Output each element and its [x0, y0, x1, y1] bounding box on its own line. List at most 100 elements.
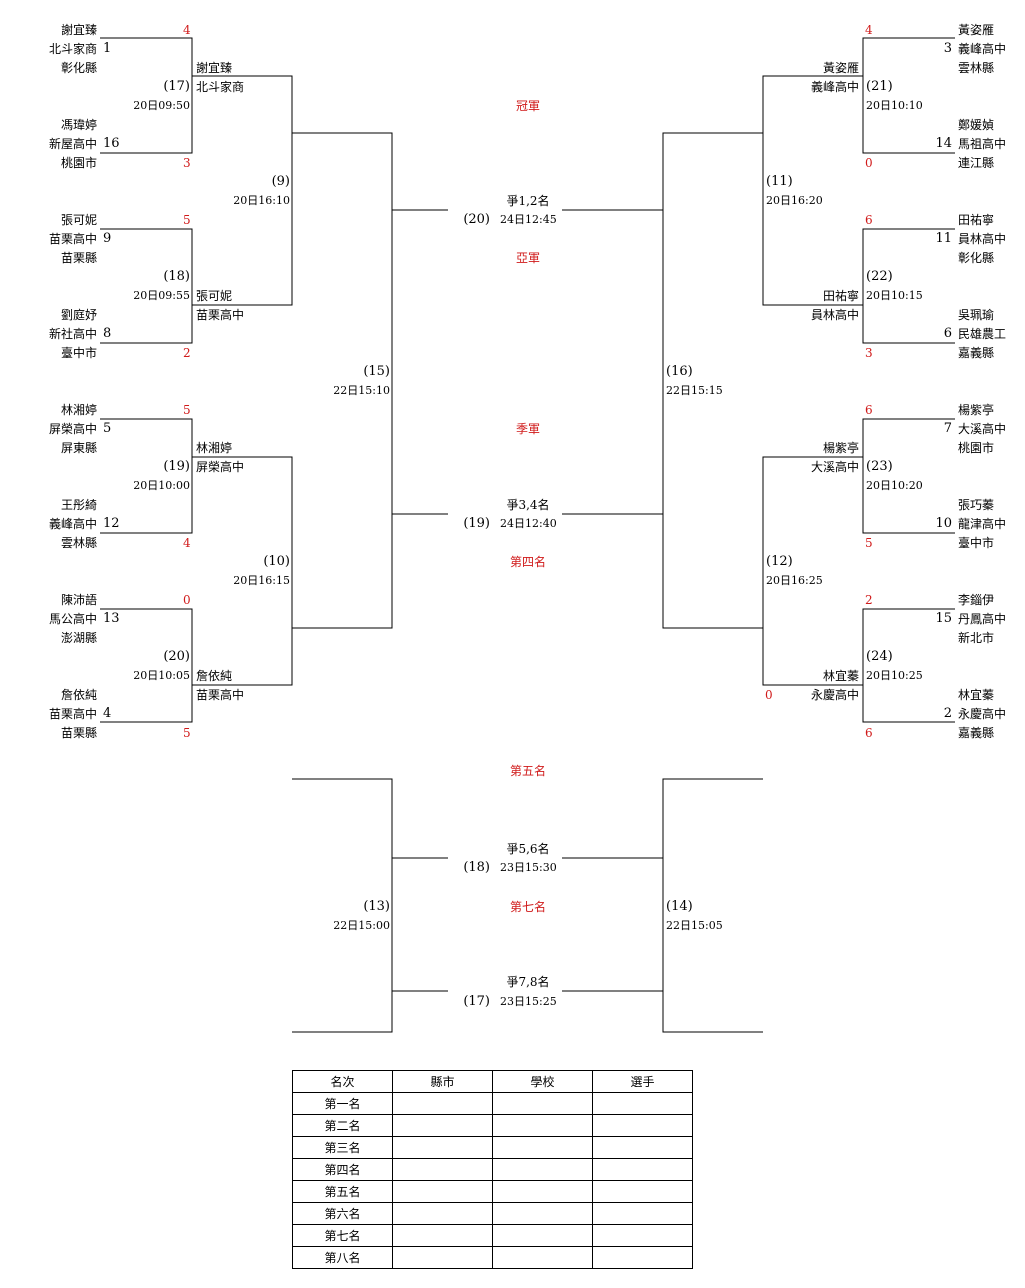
player-score: 4 [183, 23, 191, 37]
winner-name: 楊紫亭 [822, 441, 859, 455]
player-name: 吳珮瑜 [958, 308, 995, 322]
match-number: (13) [363, 899, 390, 914]
player-seed: 5 [103, 421, 112, 436]
empty-cell [592, 1158, 693, 1181]
rank-cell: 第八名 [292, 1246, 393, 1269]
empty-cell [392, 1092, 493, 1115]
match-time: 20日10:20 [866, 479, 923, 492]
player-county: 嘉義縣 [958, 346, 995, 360]
match-time: 20日09:55 [133, 289, 190, 302]
line-m18 [100, 228, 193, 344]
table-row: 第五名 [292, 1180, 693, 1203]
player-name: 王彤綺 [60, 498, 97, 512]
player-county: 苗栗縣 [60, 251, 97, 265]
player-seed: 8 [103, 326, 112, 341]
player-county: 屏東縣 [60, 441, 97, 455]
player-score: 2 [183, 346, 191, 360]
winner-name: 張可妮 [196, 289, 233, 303]
player-score: 3 [183, 156, 191, 170]
winner-name: 謝宜臻 [196, 61, 233, 75]
place-runner-up: 亞軍 [515, 251, 541, 265]
player-seed: 2 [943, 706, 952, 721]
line-m23 [862, 418, 955, 534]
player-seed: 1 [103, 41, 112, 56]
match-number: (19) [463, 516, 490, 531]
player-seed: 7 [943, 421, 952, 436]
player-school: 員林高中 [958, 232, 1007, 246]
empty-cell [392, 1246, 493, 1269]
place-fourth: 第四名 [509, 555, 547, 569]
winner-name: 林宜蓁 [822, 669, 859, 683]
match-number: (11) [766, 174, 793, 189]
match-time: 20日10:05 [133, 669, 190, 682]
match-number: (10) [263, 554, 290, 569]
player-name: 陳沛語 [60, 593, 97, 607]
player-name: 林宜蓁 [958, 688, 995, 702]
player-school: 義峰高中 [958, 42, 1007, 56]
line-m11 [762, 75, 863, 306]
player-name: 張可妮 [60, 213, 97, 227]
player-school: 義峰高中 [48, 517, 97, 531]
match-time: 22日15:10 [333, 384, 390, 397]
match-number: (22) [866, 269, 893, 284]
match-time: 22日15:15 [666, 384, 723, 397]
table-row: 第一名 [292, 1092, 693, 1115]
match-time: 20日10:25 [866, 669, 923, 682]
line-m14 [662, 778, 763, 1033]
place-seventh: 第七名 [509, 900, 547, 914]
winner-school: 義峰高中 [810, 80, 859, 94]
empty-cell [492, 1136, 593, 1159]
player-score: 3 [865, 346, 873, 360]
player-seed: 4 [103, 706, 112, 721]
match-time: 22日15:00 [333, 919, 390, 932]
match-number: (17) [463, 994, 490, 1009]
player-name: 劉庭妤 [60, 308, 97, 322]
empty-cell [492, 1224, 593, 1247]
player-score: 6 [865, 726, 873, 740]
rank-cell: 第七名 [292, 1224, 393, 1247]
rank-cell: 第六名 [292, 1202, 393, 1225]
rank-cell: 第五名 [292, 1180, 393, 1203]
table-row: 第四名 [292, 1158, 693, 1181]
match-number: (20) [163, 649, 190, 664]
player-name: 李錙伊 [958, 593, 995, 607]
winner-school: 員林高中 [810, 308, 859, 322]
winner-name: 詹依純 [196, 669, 233, 683]
player-school: 馬祖高中 [958, 137, 1007, 151]
match-number: (20) [463, 212, 490, 227]
final-label: 爭5,6名 [506, 842, 550, 856]
final-label: 爭3,4名 [506, 498, 550, 512]
player-seed: 3 [943, 41, 952, 56]
empty-cell [492, 1158, 593, 1181]
table-row: 第六名 [292, 1202, 693, 1225]
line-m20 [100, 608, 193, 723]
line-m10 [192, 456, 293, 686]
empty-cell [492, 1180, 593, 1203]
player-county: 新北市 [958, 631, 995, 645]
winner-school: 大溪高中 [810, 460, 859, 474]
player-seed: 11 [935, 231, 952, 246]
empty-cell [492, 1246, 593, 1269]
player-score: 5 [183, 726, 191, 740]
line-m15 [292, 132, 393, 629]
rank-cell: 第二名 [292, 1114, 393, 1137]
player-school: 苗栗高中 [48, 707, 97, 721]
empty-cell [592, 1246, 693, 1269]
table-row: 第二名 [292, 1114, 693, 1137]
player-seed: 12 [103, 516, 120, 531]
match-number: (12) [766, 554, 793, 569]
player-name: 謝宜臻 [60, 23, 97, 37]
line-m16 [662, 132, 763, 629]
final-label: 爭1,2名 [506, 194, 550, 208]
line-m13 [292, 778, 393, 1033]
match-number: (15) [363, 364, 390, 379]
match-time: 23日15:30 [500, 861, 557, 874]
winner-name: 田祐寧 [822, 289, 859, 303]
match-number: (16) [666, 364, 693, 379]
line-m24 [862, 608, 955, 723]
player-county: 苗栗縣 [60, 726, 97, 740]
table-row: 第八名 [292, 1246, 693, 1269]
empty-cell [392, 1136, 493, 1159]
player-county: 彰化縣 [60, 61, 97, 75]
match-time: 20日16:15 [233, 574, 290, 587]
